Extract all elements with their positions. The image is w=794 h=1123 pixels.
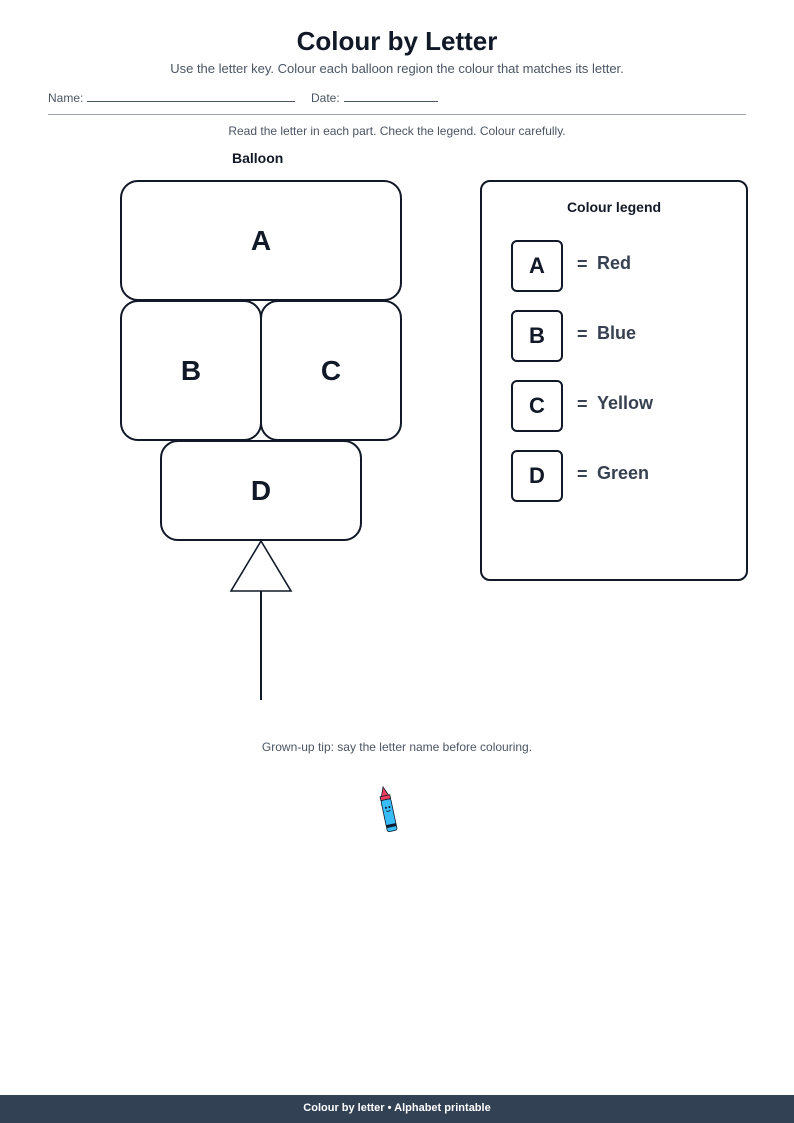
balloon-region-a: A: [120, 180, 402, 301]
colour-legend-panel: Colour legend A = Red B = Blue C = Yello…: [480, 180, 748, 581]
legend-letter-box: D: [511, 450, 563, 502]
page-subtitle: Use the letter key. Colour each balloon …: [170, 61, 624, 76]
page-title: Colour by Letter: [296, 26, 498, 56]
name-field: Name:: [48, 91, 296, 105]
name-line: [87, 91, 296, 102]
legend-row-a: A = Red: [511, 240, 731, 292]
date-line: [343, 91, 438, 102]
grown-up-tip: Grown-up tip: say the letter name before…: [261, 740, 533, 754]
legend-letter: B: [529, 323, 545, 348]
region-letter-a: A: [250, 224, 272, 256]
page-footer: Colour by letter • Alphabet printable: [0, 1095, 794, 1123]
legend-equals: =: [577, 394, 588, 414]
balloon-knot-triangle: [229, 539, 293, 592]
legend-letter-box: A: [511, 240, 563, 292]
legend-colour-name: Green: [597, 463, 650, 483]
legend-title: Colour legend: [566, 199, 662, 215]
header-divider: [48, 114, 746, 115]
region-letter-d: D: [250, 474, 272, 506]
legend-equals: =: [577, 464, 588, 484]
crayon-icon: [379, 785, 398, 833]
legend-letter: A: [529, 253, 545, 278]
legend-letter-box: C: [511, 380, 563, 432]
date-label: Date:: [311, 91, 340, 105]
legend-colour-name: Red: [597, 253, 632, 273]
legend-row-b: B = Blue: [511, 310, 731, 362]
balloon-region-b: B: [120, 300, 262, 441]
legend-row-d: D = Green: [511, 450, 731, 502]
legend-equals: =: [577, 324, 588, 344]
legend-row-c: C = Yellow: [511, 380, 731, 432]
legend-letter: D: [529, 463, 545, 488]
region-letter-c: C: [320, 354, 342, 386]
legend-colour-name: Yellow: [597, 393, 654, 413]
date-field: Date:: [311, 91, 438, 105]
region-letter-b: B: [180, 354, 202, 386]
legend-letter: C: [529, 393, 545, 418]
balloon-knot-and-string: [229, 539, 293, 700]
name-label: Name:: [48, 91, 84, 105]
legend-equals: =: [577, 254, 588, 274]
legend-letter-box: B: [511, 310, 563, 362]
balloon-region-c: C: [260, 300, 402, 441]
legend-colour-name: Blue: [597, 323, 637, 343]
balloon-region-d: D: [160, 440, 362, 541]
balloon-title: Balloon: [232, 150, 284, 166]
instructions-text: Read the letter in each part. Check the …: [228, 124, 566, 138]
